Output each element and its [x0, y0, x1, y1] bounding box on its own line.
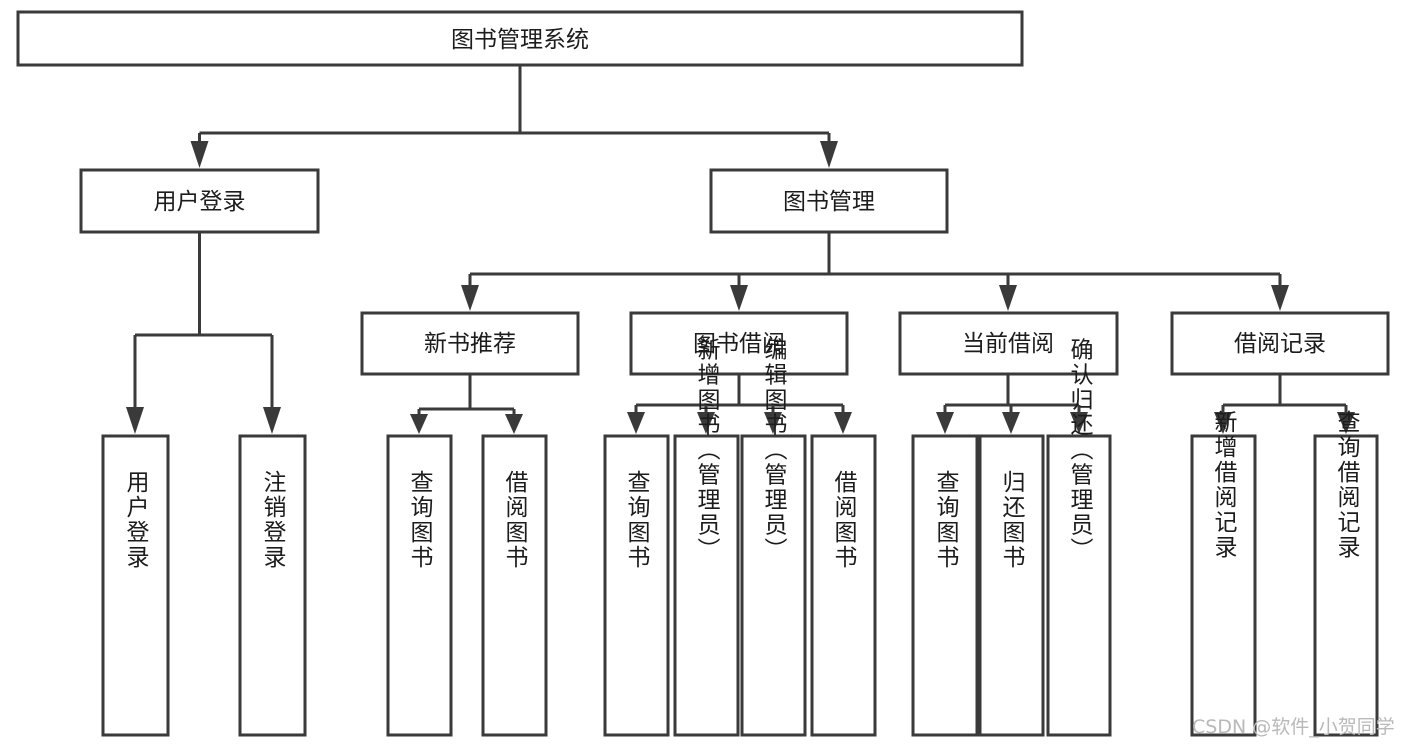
node-leaf-query-book-cur[interactable]: 查询图书 [911, 434, 979, 737]
node-leaf-add-book-box[interactable] [673, 434, 740, 737]
node-leaf-add-record-box[interactable] [1190, 434, 1257, 737]
node-leaf-user-login[interactable]: 用户登录 [101, 434, 170, 737]
node-leaf-query-book-rec-box[interactable] [386, 434, 453, 737]
node-root[interactable]: 图书管理系统 [16, 10, 1024, 67]
node-leaf-logout-label: 注销登录 [259, 470, 287, 570]
arrow-head-book-management [820, 141, 838, 168]
node-leaf-query-book-rec-label: 查询图书 [406, 470, 434, 570]
arrow-head-user-login [190, 141, 209, 168]
arrow-head-leaf-query-book-cur [936, 412, 954, 434]
arrow-head-leaf-logout [263, 407, 281, 434]
node-new-book-recommend-label: 新书推荐 [424, 331, 516, 357]
node-book-borrow-box[interactable] [629, 311, 849, 376]
node-borrow-record-label: 借阅记录 [1234, 331, 1326, 357]
node-leaf-query-record-label: 查询借阅记录 [1333, 410, 1361, 560]
arrow-head-leaf-borrow-book [834, 412, 852, 434]
node-layer: 图书管理系统 用户登录 图书管理 新书推荐 图书借阅 当前 [16, 10, 1390, 737]
node-leaf-edit-book[interactable]: 编辑图书（管理员） [740, 338, 807, 737]
node-leaf-query-record[interactable]: 查询借阅记录 [1313, 410, 1379, 737]
node-leaf-query-book-cur-label: 查询图书 [932, 470, 960, 570]
node-borrow-record-box[interactable] [1170, 311, 1390, 376]
node-leaf-confirm-return-label: 确认归还（管理员） [1066, 338, 1094, 563]
node-leaf-user-login-label: 用户登录 [122, 470, 150, 570]
arrow-head-leaf-add-book [697, 412, 715, 434]
node-new-book-recommend-box[interactable] [360, 311, 580, 376]
node-user-login[interactable]: 用户登录 [79, 168, 320, 234]
node-current-borrow-label: 当前借阅 [962, 331, 1054, 357]
node-leaf-query-book-rec[interactable]: 查询图书 [386, 434, 453, 737]
node-book-borrow-label: 图书借阅 [693, 331, 785, 357]
node-book-management-box[interactable] [709, 168, 949, 234]
arrow-head-leaf-edit-book [764, 412, 782, 434]
node-leaf-borrow-book-box[interactable] [810, 434, 877, 737]
node-leaf-add-book[interactable]: 新增图书（管理员） [673, 338, 740, 737]
node-leaf-logout[interactable]: 注销登录 [238, 434, 307, 737]
node-leaf-confirm-return-box[interactable] [1046, 434, 1112, 737]
node-leaf-borrow-book-label: 借阅图书 [830, 470, 858, 570]
node-leaf-query-record-box[interactable] [1313, 434, 1379, 737]
node-leaf-borrow-book-rec-box[interactable] [481, 434, 548, 737]
arrow-head-book-borrow [730, 285, 748, 311]
arrow-head-current-borrow [999, 285, 1017, 311]
edge-layer [126, 65, 1355, 434]
node-leaf-user-login-box[interactable] [101, 434, 170, 737]
arrow-head-leaf-query-record [1337, 412, 1355, 434]
node-new-book-recommend[interactable]: 新书推荐 [360, 311, 580, 376]
node-leaf-edit-book-box[interactable] [740, 434, 807, 737]
node-leaf-return-book-box[interactable] [978, 434, 1045, 737]
node-book-management[interactable]: 图书管理 [709, 168, 949, 234]
arrow-head-leaf-borrow-book-rec [505, 414, 523, 434]
arrow-head-leaf-query-book-rec [410, 414, 428, 434]
node-book-borrow[interactable]: 图书借阅 [629, 311, 849, 376]
arrow-head-leaf-confirm-return [1070, 412, 1088, 434]
node-leaf-logout-box[interactable] [238, 434, 307, 737]
node-user-login-label: 用户登录 [154, 189, 246, 215]
node-leaf-return-book-label: 归还图书 [998, 470, 1026, 570]
node-leaf-query-book-borrow[interactable]: 查询图书 [603, 434, 670, 737]
node-leaf-return-book[interactable]: 归还图书 [978, 434, 1045, 737]
node-current-borrow-box[interactable] [898, 311, 1119, 376]
node-leaf-add-record[interactable]: 新增借阅记录 [1190, 410, 1257, 737]
node-leaf-add-book-label: 新增图书（管理员） [693, 338, 721, 563]
arrow-head-new-book-recommend [461, 285, 479, 311]
arrow-head-leaf-query-book-borrow [627, 412, 645, 434]
node-leaf-query-book-borrow-box[interactable] [603, 434, 670, 737]
arrow-head-leaf-add-record [1214, 412, 1232, 434]
node-current-borrow[interactable]: 当前借阅 [898, 311, 1119, 376]
node-user-login-box[interactable] [79, 168, 320, 234]
node-root-box[interactable] [16, 10, 1024, 67]
node-leaf-confirm-return[interactable]: 确认归还（管理员） [1046, 338, 1112, 737]
node-leaf-query-book-borrow-label: 查询图书 [623, 470, 651, 570]
node-leaf-borrow-book-rec[interactable]: 借阅图书 [481, 434, 548, 737]
node-leaf-edit-book-label: 编辑图书（管理员） [760, 338, 788, 563]
arrow-head-borrow-record [1271, 285, 1289, 311]
node-leaf-add-record-label: 新增借阅记录 [1210, 410, 1238, 560]
node-book-management-label: 图书管理 [783, 189, 875, 215]
node-leaf-borrow-book-rec-label: 借阅图书 [501, 470, 529, 570]
node-root-label: 图书管理系统 [451, 27, 589, 53]
node-leaf-query-book-cur-box[interactable] [911, 434, 979, 737]
arrow-head-leaf-user-login [126, 407, 144, 434]
node-borrow-record[interactable]: 借阅记录 [1170, 311, 1390, 376]
node-leaf-borrow-book[interactable]: 借阅图书 [810, 434, 877, 737]
arrow-head-leaf-return-book [1002, 412, 1020, 434]
